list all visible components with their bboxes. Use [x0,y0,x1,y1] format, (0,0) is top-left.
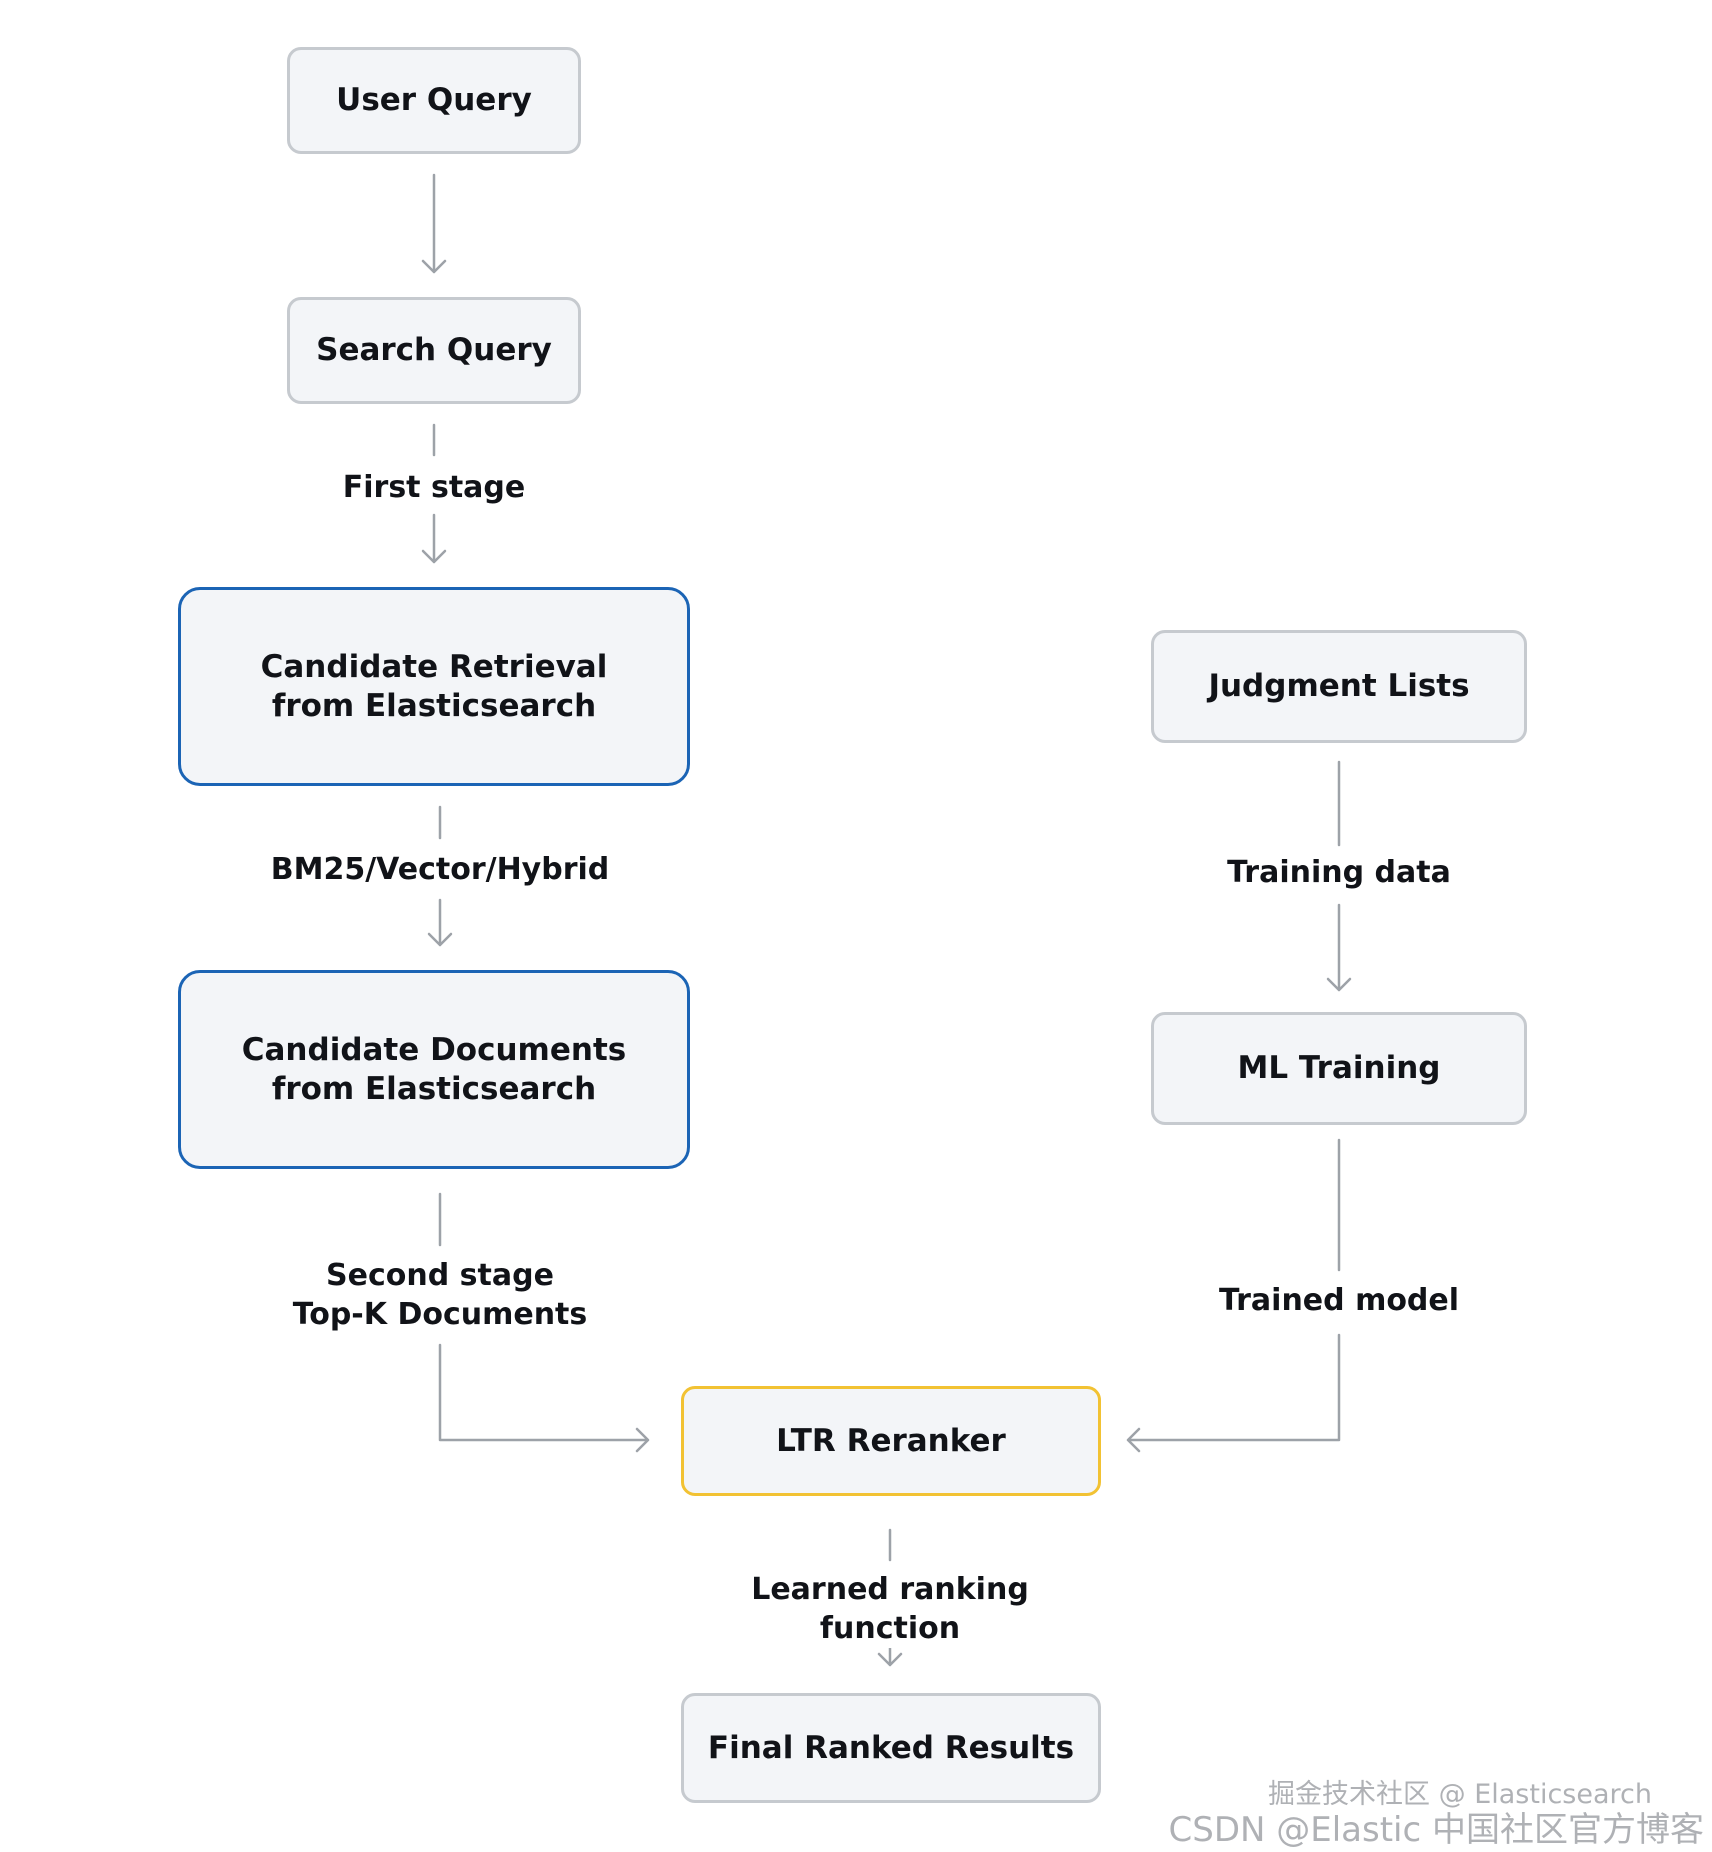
node-judgment-lists: Judgment Lists [1151,630,1527,743]
watermark-line-2: CSDN @Elastic 中国社区官方博客 [1168,1810,1705,1850]
edge-label-trained-model: Trained model [1169,1281,1509,1320]
node-user-query: User Query [287,47,581,154]
node-ltr-reranker: LTR Reranker [681,1386,1101,1496]
node-candidate-retrieval-label: Candidate Retrieval from Elasticsearch [260,648,608,724]
edge-label-first-stage: First stage [284,468,584,507]
node-final-results: Final Ranked Results [681,1693,1101,1803]
node-candidate-documents: Candidate Documents from Elasticsearch [178,970,690,1169]
arrow-judgment-to-training-bottom [1326,903,1352,992]
node-ml-training: ML Training [1151,1012,1527,1125]
arrow-training-to-reranker-bottom [1126,1333,1341,1453]
node-ml-training-label: ML Training [1237,1050,1441,1086]
node-search-query: Search Query [287,297,581,404]
arrow-user-to-search [421,173,447,274]
node-candidate-documents-label: Candidate Documents from Elasticsearch [241,1031,627,1107]
edge-label-second-stage: Second stage Top-K Documents [270,1256,610,1334]
node-judgment-lists-label: Judgment Lists [1208,668,1470,704]
watermark-line-1: 掘金技术社区 @ Elasticsearch [1268,1779,1652,1810]
arrow-docs-to-reranker-bottom [438,1343,650,1453]
edge-label-training-data: Training data [1169,853,1509,892]
node-search-query-label: Search Query [316,332,552,368]
node-ltr-reranker-label: LTR Reranker [776,1422,1006,1459]
arrow-retrieval-to-docs-bottom [427,898,453,947]
arrow-search-to-retrieval-bottom [421,513,447,564]
node-candidate-retrieval: Candidate Retrieval from Elasticsearch [178,587,690,786]
edge-label-retrieval-method: BM25/Vector/Hybrid [260,850,620,889]
node-user-query-label: User Query [336,82,532,118]
edge-label-learned-ranking: Learned ranking function [690,1570,1090,1648]
node-final-results-label: Final Ranked Results [707,1729,1075,1766]
